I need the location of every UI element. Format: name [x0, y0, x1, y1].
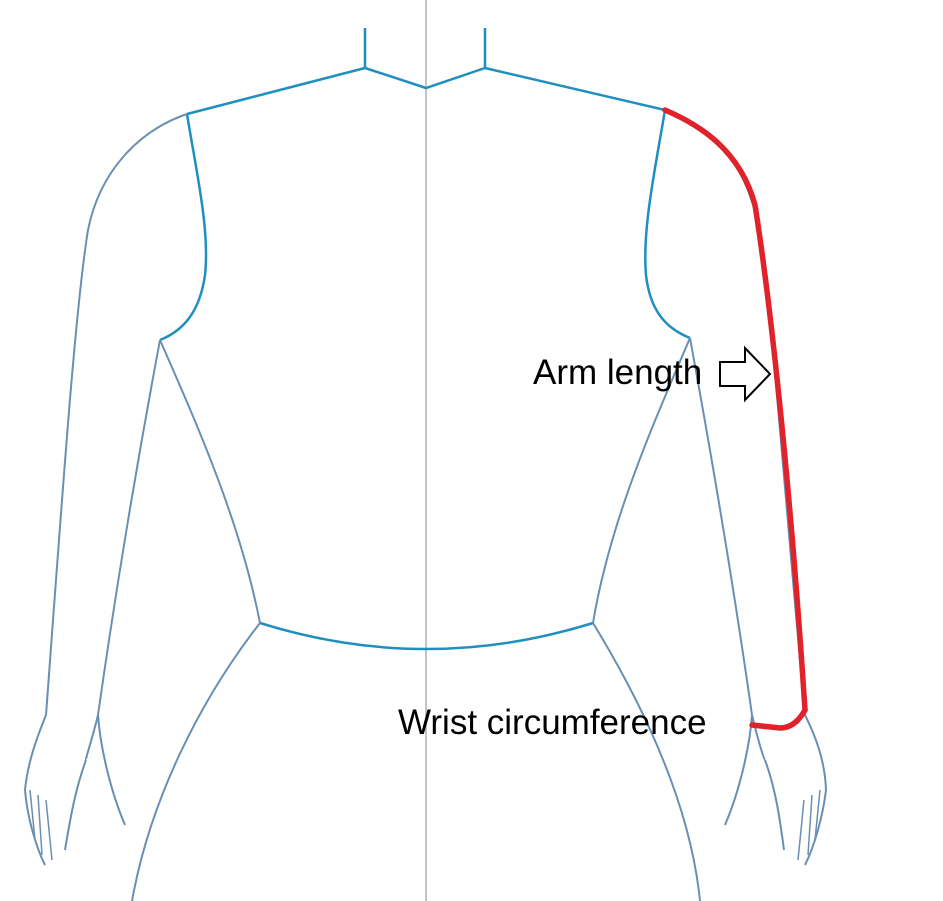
arm-length-measure-line — [662, 107, 808, 713]
right-arm-inner — [689, 337, 753, 716]
left-fingers — [29, 789, 53, 861]
right-fingers — [797, 789, 821, 861]
left-side-seam — [159, 339, 261, 624]
right-armhole — [644, 109, 691, 340]
neck-outline — [363, 28, 487, 90]
left-hand — [23, 714, 126, 866]
wrist-circumference-measure-line — [749, 707, 808, 731]
wrist-circumference-label: Wrist circumference — [398, 703, 707, 742]
right-side-seam — [592, 337, 691, 624]
right-arm-outer — [664, 109, 806, 716]
waist-line — [259, 621, 594, 651]
right-hip-line — [592, 622, 701, 901]
right-arrow-icon — [719, 345, 772, 403]
left-arm-outer — [45, 113, 188, 716]
arm-length-label: Arm length — [533, 353, 703, 392]
left-arm-inner — [97, 339, 161, 716]
left-armhole — [159, 113, 208, 342]
right-hand — [724, 714, 828, 866]
shoulder-line — [186, 66, 666, 116]
left-hip-line — [131, 622, 261, 901]
